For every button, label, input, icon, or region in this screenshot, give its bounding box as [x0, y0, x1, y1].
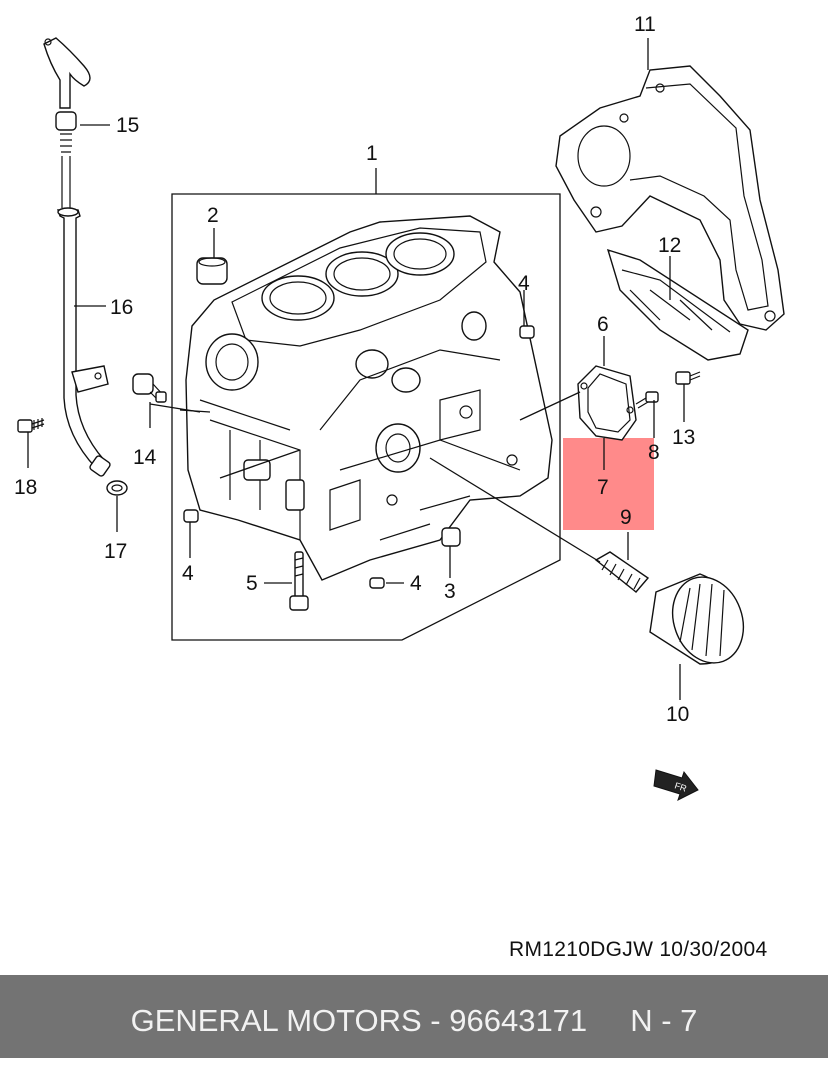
highlighted-part-area	[563, 438, 654, 530]
callout-11: 11	[634, 13, 656, 36]
cover-6	[577, 365, 637, 441]
sensor-14	[132, 373, 167, 403]
callout-4-left: 4	[182, 562, 194, 585]
plug-4-top	[519, 325, 535, 339]
callout-4-top: 4	[518, 272, 530, 295]
callout-12: 12	[658, 234, 681, 257]
plug-2	[196, 257, 228, 285]
oil-seal-housing-12	[606, 248, 749, 361]
callout-1: 1	[366, 142, 378, 165]
plug-4-lower	[183, 509, 199, 523]
plug-3	[441, 527, 461, 547]
bolt-18	[17, 418, 45, 433]
callout-7: 7	[597, 476, 609, 499]
svg-text:FR: FR	[673, 780, 688, 793]
callout-14: 14	[133, 446, 157, 469]
leader-lines	[27, 38, 685, 700]
callout-9: 9	[620, 506, 632, 529]
o-ring	[106, 480, 128, 496]
bolt-13	[675, 371, 701, 385]
cylinder-block	[185, 215, 553, 581]
callout-8: 8	[648, 441, 660, 464]
engine-block-exploded-diagram: FR 1 2 3 4 4 4 5 6 7 8 9 10 11 12	[14, 13, 785, 801]
callout-6: 6	[597, 313, 609, 336]
callout-5: 5	[246, 572, 258, 595]
dipstick-guide-tube	[57, 207, 111, 477]
callout-4-bottom: 4	[410, 572, 422, 595]
callout-10: 10	[666, 703, 689, 726]
dipstick	[43, 37, 91, 208]
footer-part-number: GENERAL MOTORS - 96643171 N - 7	[130, 1003, 698, 1038]
callout-17: 17	[104, 540, 127, 563]
drawing-code-and-date: RM1210DGJW 10/30/2004	[509, 938, 768, 961]
callout-15: 15	[116, 114, 139, 137]
callout-18: 18	[14, 476, 37, 499]
footer-bar: GENERAL MOTORS - 96643171 N - 7	[0, 975, 828, 1058]
callout-13: 13	[672, 426, 695, 449]
callout-3: 3	[444, 580, 456, 603]
oil-filter-10	[649, 573, 745, 665]
callout-16: 16	[110, 296, 133, 319]
callout-2: 2	[207, 204, 219, 227]
plug-4-bottom	[369, 577, 385, 589]
gasket-11	[555, 65, 785, 331]
bolt-8	[635, 391, 659, 409]
front-direction-arrow-icon: FR	[653, 769, 699, 801]
bolt-5	[289, 551, 309, 611]
oil-filter-stud-9	[594, 551, 650, 593]
